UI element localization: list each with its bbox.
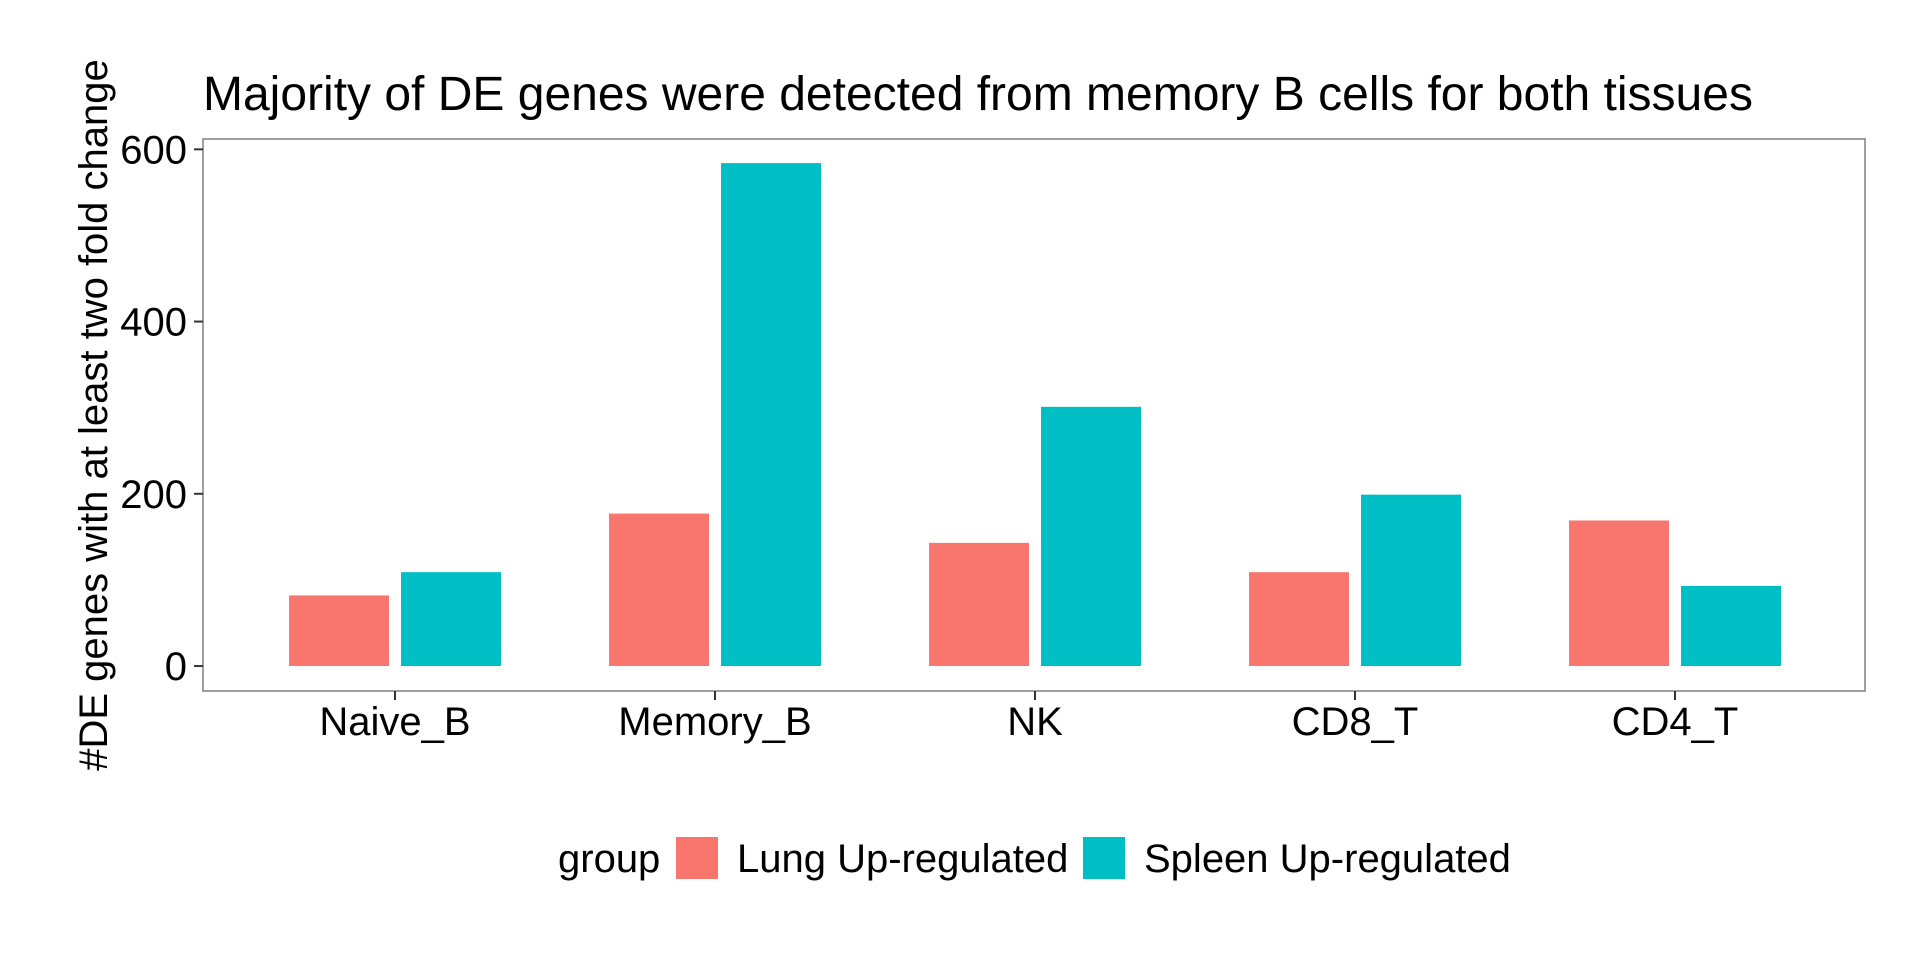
bar-cd4-t-series-1 <box>1681 585 1781 667</box>
y-tick-label: 400 <box>120 301 187 345</box>
legend-title: group <box>558 837 660 881</box>
bar-nk-series-0 <box>929 542 1029 667</box>
y-axis: 0 200 400 600 <box>120 128 203 689</box>
bar-naive-b-series-0 <box>289 595 389 667</box>
bar-naive-b-series-1 <box>401 572 501 667</box>
x-tick-label: CD4_T <box>1612 700 1739 744</box>
bars-layer <box>289 163 1781 667</box>
x-tick-label: Memory_B <box>618 700 811 744</box>
bar-cd4-t-series-0 <box>1569 520 1669 667</box>
legend-label-1: Spleen Up-regulated <box>1144 837 1511 881</box>
y-axis-title: #DE genes with at least two fold change <box>72 59 116 771</box>
bar-memory-b-series-0 <box>609 513 709 667</box>
y-tick-label: 200 <box>120 473 187 517</box>
x-axis: Naive_B Memory_B NK CD8_T CD4_T <box>319 691 1738 744</box>
y-tick-label: 0 <box>165 645 187 689</box>
x-tick-label: CD8_T <box>1292 700 1419 744</box>
bar-memory-b-series-1 <box>721 163 821 667</box>
legend: group Lung Up-regulated Spleen Up-regulate… <box>558 837 1511 881</box>
bar-cd8-t-series-0 <box>1249 572 1349 667</box>
legend-swatch-1 <box>1083 837 1125 879</box>
y-tick-label: 600 <box>120 128 187 172</box>
legend-swatch-0 <box>676 837 718 879</box>
x-tick-label: Naive_B <box>319 700 470 744</box>
x-tick-label: NK <box>1007 700 1063 744</box>
bar-cd8-t-series-1 <box>1361 494 1461 667</box>
bar-nk-series-1 <box>1041 406 1141 667</box>
chart-title: Majority of DE genes were detected from … <box>203 68 1753 121</box>
legend-label-0: Lung Up-regulated <box>737 837 1068 881</box>
